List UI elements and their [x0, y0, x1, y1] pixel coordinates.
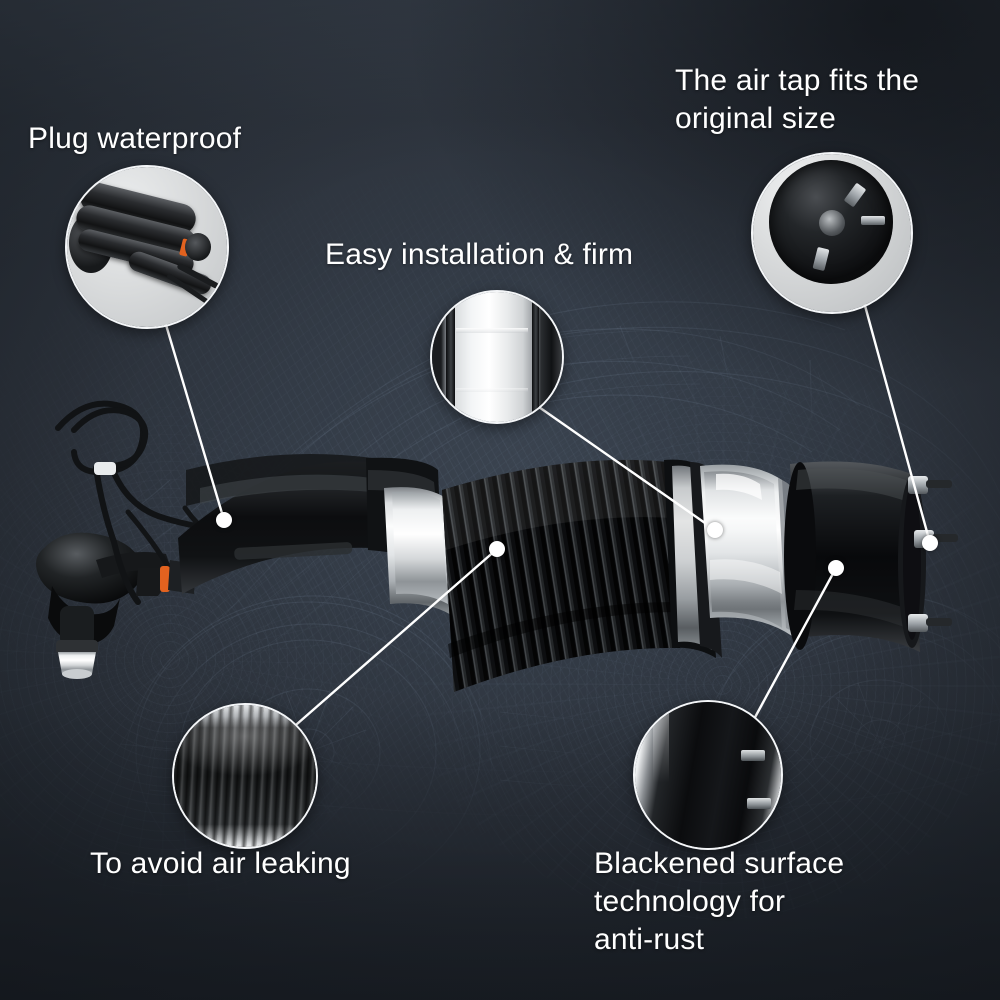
leader-dot-air-tap — [922, 535, 938, 551]
callout-avoid-air-leaking — [172, 703, 318, 849]
blackened-stud-1 — [741, 750, 765, 761]
leader-dot-plug-waterproof — [216, 512, 232, 528]
callout-plug-waterproof — [65, 165, 229, 329]
leader-dot-easy-installation — [707, 522, 723, 538]
cylinder-ring-left — [446, 292, 455, 422]
cylinder-shelf — [456, 328, 528, 333]
leader-dot-blackened-surface — [828, 560, 844, 576]
bellows-rib-texture — [174, 705, 316, 847]
valve-connector-icon — [185, 233, 211, 261]
caption-avoid-air-leaking: To avoid air leaking — [90, 847, 351, 880]
mount-stud-2 — [861, 216, 885, 225]
mount-hub-icon — [819, 210, 845, 236]
callout-easy-installation — [430, 290, 564, 424]
leader-dot-avoid-air-leaking — [489, 541, 505, 557]
cylinder-shelf-2 — [456, 388, 528, 392]
blackened-stud-2 — [747, 798, 771, 809]
cylinder-ring-right — [532, 292, 539, 422]
callout-air-tap — [751, 152, 913, 314]
caption-easy-installation: Easy installation & firm — [325, 238, 634, 271]
bellows-gloss — [174, 705, 316, 847]
callout-blackened-surface — [633, 700, 783, 850]
caption-air-tap-fits: The air tap fits the original size — [675, 64, 920, 135]
cylinder-edge-band — [653, 702, 669, 848]
caption-blackened-surface: Blackened surface technology for anti-ru… — [594, 847, 845, 956]
caption-plug-waterproof: Plug waterproof — [28, 122, 242, 155]
